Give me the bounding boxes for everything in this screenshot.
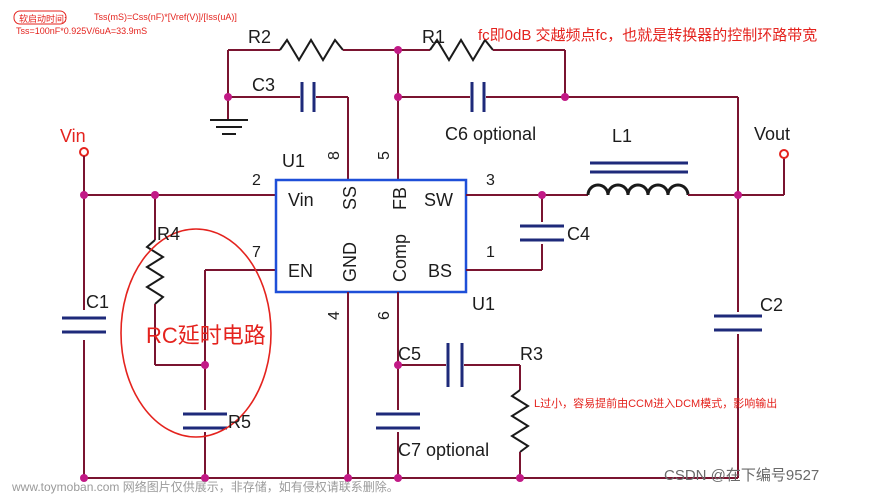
c3-label: C3 xyxy=(252,75,276,95)
r1-label: R1 xyxy=(422,27,446,47)
c6-capacitor xyxy=(470,82,486,112)
c7-capacitor xyxy=(376,412,420,430)
soft-start-formula: Tss(mS)=Css(nF)*[Vref(V)]/[Iss(uA)] xyxy=(94,12,237,22)
r5-label: R5 xyxy=(228,412,252,432)
r2-resistor xyxy=(228,38,398,62)
c4-label: C4 xyxy=(567,224,591,244)
pin-name-gnd: GND xyxy=(340,242,360,282)
pin-name-comp: Comp xyxy=(390,233,410,282)
vout-terminal xyxy=(779,149,789,159)
u1-top-label: U1 xyxy=(282,151,306,171)
l1-label: L1 xyxy=(612,126,633,146)
rc-highlight-ellipse xyxy=(120,228,272,438)
pin-number-1: 1 xyxy=(486,244,495,261)
csdn-watermark: CSDN @在下编号9527 xyxy=(664,467,820,484)
c4-capacitor xyxy=(520,224,564,242)
inductor-note: L过小，容易提前由CCM进入DCM模式，影响输出 xyxy=(534,398,778,410)
c5-capacitor xyxy=(446,343,464,387)
r3-label: R3 xyxy=(520,344,544,364)
junction-dots xyxy=(80,46,742,482)
pin-number-4: 4 xyxy=(326,311,343,320)
r4-resistor xyxy=(145,195,165,365)
r3-resistor xyxy=(510,365,530,478)
l1-inductor xyxy=(586,161,690,196)
vout-port-label: Vout xyxy=(754,124,791,144)
pin-number-2: 2 xyxy=(252,172,261,189)
pin-number-8: 8 xyxy=(326,151,343,160)
r4-label: R4 xyxy=(157,224,181,244)
vin-terminal xyxy=(79,147,89,157)
toymoban-watermark: www.toymoban.com 网络图片仅供展示，非存储，如有侵权请联系删除。 xyxy=(12,480,399,494)
pin-number-7: 7 xyxy=(252,244,261,261)
c3-capacitor xyxy=(300,82,316,112)
c5-label: C5 xyxy=(398,344,422,364)
pin-number-5: 5 xyxy=(376,151,393,160)
pin-name-sw: SW xyxy=(424,190,453,210)
c1-label: C1 xyxy=(86,292,110,312)
note-outline xyxy=(13,10,67,25)
vin-port-label: Vin xyxy=(60,126,86,146)
c2-label: C2 xyxy=(760,295,784,315)
r2-label: R2 xyxy=(248,27,272,47)
u1-ic-body xyxy=(274,178,468,294)
r5-capacitor xyxy=(183,412,227,430)
fc-bandwidth-note: fc即0dB 交越频点fc，也就是转换器的控制环路带宽 xyxy=(478,27,818,44)
u1-bottom-label: U1 xyxy=(472,294,496,314)
c2-capacitor xyxy=(714,314,762,332)
pin-name-vin: Vin xyxy=(288,190,314,210)
pin-name-ss: SS xyxy=(340,185,360,210)
c7-label: C7 optional xyxy=(398,440,490,460)
pin-name-en: EN xyxy=(288,261,314,281)
pin-name-bs: BS xyxy=(428,261,453,281)
r1-resistor xyxy=(398,38,565,62)
ground-symbol xyxy=(210,119,248,135)
c6-label: C6 optional xyxy=(445,124,537,144)
soft-start-label: 软启动时间: xyxy=(19,14,67,24)
rc-delay-label: RC延时电路 xyxy=(146,323,266,348)
soft-start-example: Tss=100nF*0.925V/6uA=33.9mS xyxy=(16,26,148,36)
pin-number-6: 6 xyxy=(376,311,393,320)
pin-name-fb: FB xyxy=(390,186,410,210)
pin-number-3: 3 xyxy=(486,172,495,189)
c1-capacitor xyxy=(62,316,106,334)
